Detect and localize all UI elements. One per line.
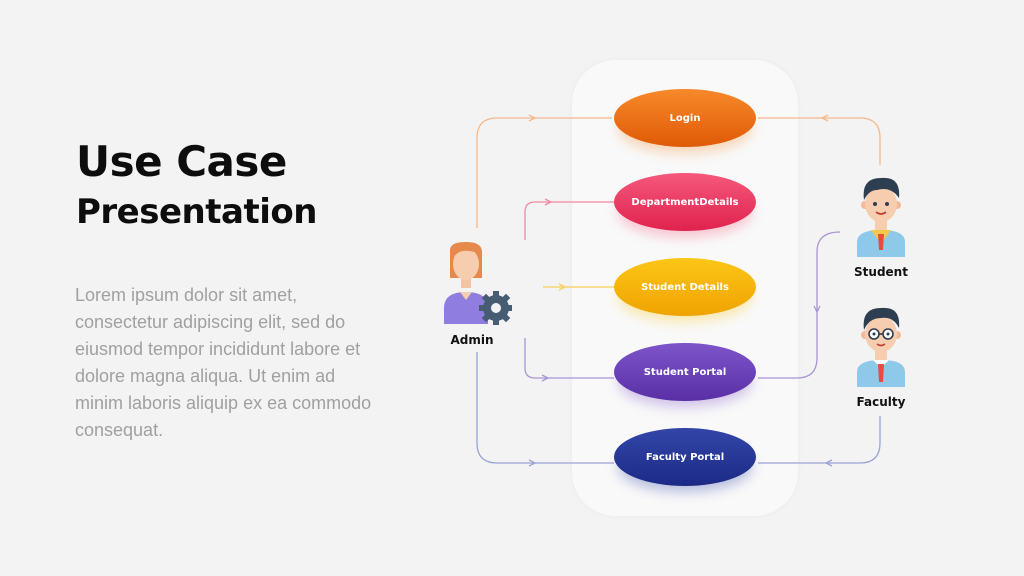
arrow-student-login: [820, 114, 829, 122]
use-case-label: Faculty Portal: [645, 451, 725, 463]
student-avatar-icon: [857, 177, 905, 257]
use-case-student-portal[interactable]: Student Portal: [614, 343, 756, 401]
connector-admin-student-portal: [524, 338, 614, 379]
connector-faculty-faculty-portal: [758, 416, 881, 464]
actor-admin-label: Admin: [450, 333, 494, 347]
connector-admin-department: [524, 201, 614, 240]
use-case-label: Student Portal: [643, 366, 727, 378]
use-case-label: Details: [699, 196, 739, 208]
body-paragraph: Lorem ipsum dolor sit amet, consectetur …: [75, 285, 372, 440]
arrow-admin-faculty-portal: [528, 459, 537, 467]
actor-faculty-label: Faculty: [856, 395, 906, 409]
arrow-student-student-portal: [813, 305, 821, 314]
use-case-label: Student Details: [641, 281, 729, 293]
connector-admin-login: [476, 117, 612, 228]
use-case-label: Department: [631, 196, 700, 208]
faculty-avatar-icon: [857, 307, 905, 387]
arrow-admin-login: [528, 114, 537, 122]
page-title: Use Case Presentation: [76, 136, 416, 236]
arrow-admin-student-portal: [541, 374, 550, 382]
actor-student: Student: [841, 172, 921, 279]
use-case-faculty-portal[interactable]: Faculty Portal: [614, 428, 756, 486]
actor-student-label: Student: [854, 265, 908, 279]
use-case-login[interactable]: Login: [614, 89, 756, 147]
actor-faculty: Faculty: [841, 302, 921, 409]
title-line-1: Use Case: [76, 137, 287, 186]
connector-student-login: [758, 117, 881, 165]
actor-admin: Admin: [432, 240, 513, 347]
arrow-faculty-faculty-portal: [824, 459, 833, 467]
arrow-admin-department: [544, 198, 553, 206]
use-case-student-details[interactable]: Student Details: [614, 258, 756, 316]
connector-admin-faculty-portal: [476, 352, 614, 464]
arrow-admin-student-details: [558, 283, 567, 291]
title-line-2: Presentation: [76, 192, 317, 232]
connector-student-student-portal: [758, 231, 841, 379]
admin-avatar-icon: [444, 242, 513, 325]
use-case-label: Login: [669, 112, 701, 124]
